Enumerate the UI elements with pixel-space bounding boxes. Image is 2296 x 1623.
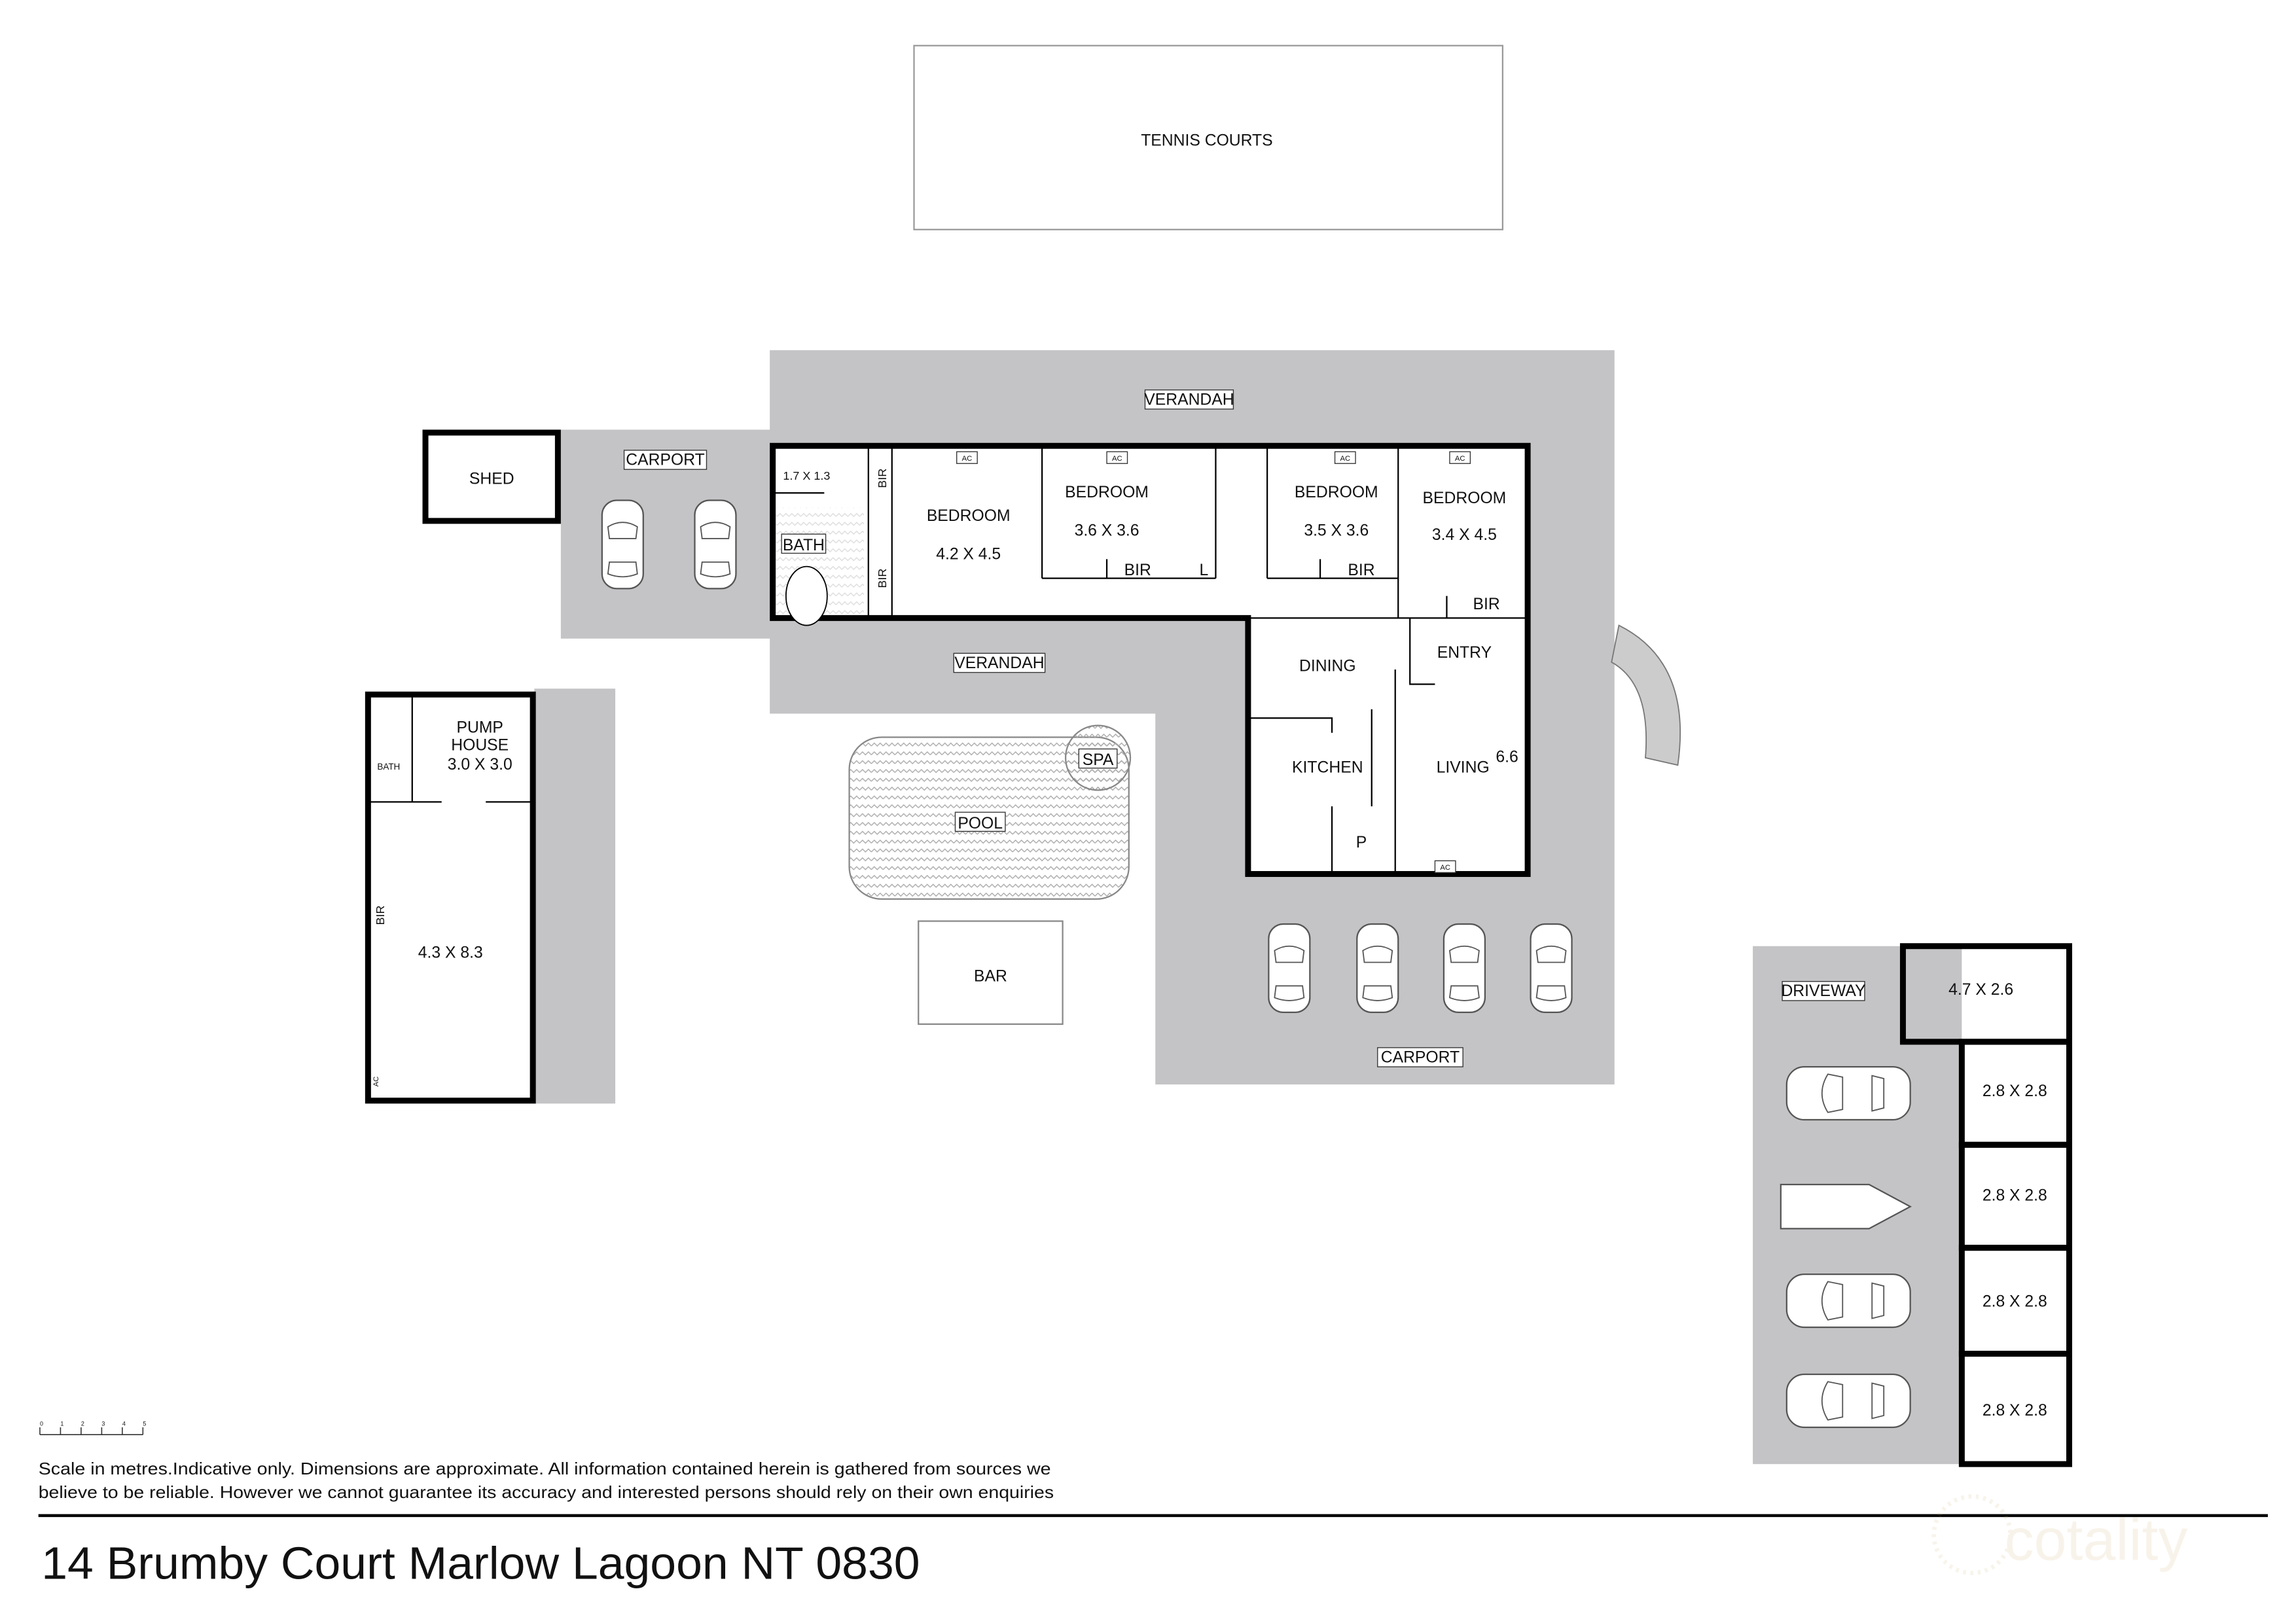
shed-label: SHED bbox=[469, 471, 514, 488]
scale-tick: 3 bbox=[101, 1421, 105, 1427]
car-icon bbox=[1268, 923, 1311, 1014]
pump-bir-label: BIR bbox=[374, 906, 387, 925]
bir-label: BIR bbox=[876, 469, 889, 488]
bir-label: BIR bbox=[1348, 562, 1374, 579]
boat-icon bbox=[1780, 1183, 1912, 1230]
car-icon bbox=[1785, 1274, 1911, 1329]
car-icon bbox=[1530, 923, 1573, 1014]
bar-label: BAR bbox=[974, 968, 1007, 986]
bedroom-1-dim: 4.2 X 4.5 bbox=[936, 545, 1001, 563]
entry-label: ENTRY bbox=[1437, 644, 1492, 662]
main-house: 1.7 X 1.3 BATH BIR BIR AC AC AC AC AC BE… bbox=[770, 442, 1531, 878]
dining-label: DINING bbox=[1299, 657, 1356, 675]
tennis-courts-label: TENNIS COURTS bbox=[1141, 132, 1272, 150]
bedroom-4-label: BEDROOM bbox=[1423, 490, 1507, 507]
car-icon bbox=[1785, 1065, 1911, 1121]
curved-steps bbox=[1611, 624, 1681, 766]
spa-label: SPA bbox=[1083, 751, 1114, 769]
bir-label: BIR bbox=[1473, 596, 1500, 613]
verandah-top-label: VERANDAH bbox=[1144, 391, 1234, 408]
ac-unit-label: AC bbox=[1340, 455, 1350, 463]
laundry-label: L bbox=[1200, 562, 1209, 579]
pump-house-label: PUMP bbox=[457, 719, 503, 737]
pump-main-dim: 4.3 X 8.3 bbox=[418, 944, 483, 962]
ac-unit-label: AC bbox=[962, 455, 973, 463]
scale-tick: 5 bbox=[143, 1421, 146, 1427]
verandah-bottom-label: VERANDAH bbox=[954, 654, 1044, 672]
bir-label: BIR bbox=[1124, 562, 1151, 579]
bay-dim: 2.8 X 2.8 bbox=[1982, 1402, 2047, 1419]
pantry-label: P bbox=[1356, 834, 1367, 851]
car-icon bbox=[694, 499, 737, 590]
store-dim: 4.7 X 2.6 bbox=[1948, 981, 2013, 999]
bedroom-3-label: BEDROOM bbox=[1295, 484, 1378, 501]
bir-label: BIR bbox=[876, 569, 889, 588]
logo-text: cotality bbox=[2005, 1507, 2188, 1573]
scale-tick: 2 bbox=[81, 1421, 84, 1427]
bar: BAR bbox=[918, 920, 1064, 1026]
divider bbox=[38, 1514, 2269, 1518]
bedroom-3-dim: 3.5 X 3.6 bbox=[1304, 522, 1369, 539]
car-icon bbox=[1443, 923, 1486, 1014]
scale-tick: 0 bbox=[40, 1421, 43, 1427]
pump-bath-label: BATH bbox=[377, 762, 400, 772]
bedroom-2-dim: 3.6 X 3.6 bbox=[1075, 522, 1139, 539]
bay-dim: 2.8 X 2.8 bbox=[1982, 1082, 2047, 1100]
carport-main-label: CARPORT bbox=[1381, 1048, 1460, 1066]
ac-unit-label: AC bbox=[1112, 455, 1122, 463]
pump-house-dim: 3.0 X 3.0 bbox=[448, 756, 512, 774]
pool: POOL SPA bbox=[848, 724, 1132, 900]
driveway-label: DRIVEWAY bbox=[1781, 982, 1865, 1000]
car-icon bbox=[1785, 1373, 1911, 1429]
tennis-courts: TENNIS COURTS bbox=[913, 45, 1503, 230]
disclaimer: believe to be reliable. However we canno… bbox=[39, 1484, 1054, 1502]
bath-label: BATH bbox=[783, 537, 825, 554]
bay-dim: 2.8 X 2.8 bbox=[1982, 1187, 2047, 1205]
pump-house-label: HOUSE bbox=[451, 737, 509, 755]
cotality-logo: cotality bbox=[1931, 1494, 2188, 1575]
bay-dim: 2.8 X 2.8 bbox=[1982, 1293, 2047, 1311]
kitchen-label: KITCHEN bbox=[1292, 758, 1363, 776]
scale-tick: 4 bbox=[122, 1421, 126, 1427]
disclaimer: Scale in metres.Indicative only. Dimensi… bbox=[39, 1460, 1051, 1478]
living-label: LIVING bbox=[1437, 758, 1490, 776]
address-title: 14 Brumby Court Marlow Lagoon NT 0830 bbox=[41, 1538, 920, 1589]
scale-tick: 1 bbox=[60, 1421, 63, 1427]
ac-unit-label: AC bbox=[372, 1077, 380, 1087]
living-dim: 6.6 bbox=[1496, 749, 1518, 766]
carport-left-label: CARPORT bbox=[626, 451, 704, 469]
pump-house: PUMP HOUSE 3.0 X 3.0 BATH BIR 4.3 X 8.3 … bbox=[365, 688, 616, 1104]
car-icon bbox=[601, 499, 644, 590]
bedroom-2-label: BEDROOM bbox=[1065, 484, 1149, 501]
ensuite-dim: 1.7 X 1.3 bbox=[783, 469, 830, 482]
pool-label: POOL bbox=[958, 815, 1003, 832]
shed: SHED bbox=[422, 429, 561, 524]
garage-complex: DRIVEWAY 4.7 X 2.6 2.8 X 2.8 2.8 X 2.8 2… bbox=[1753, 943, 2073, 1467]
scale-bar: 0 1 2 3 4 5 bbox=[39, 1421, 146, 1435]
ac-unit-label: AC bbox=[1455, 455, 1465, 463]
car-icon bbox=[1356, 923, 1399, 1014]
bedroom-4-dim: 3.4 X 4.5 bbox=[1432, 526, 1497, 544]
bedroom-1-label: BEDROOM bbox=[927, 507, 1011, 525]
ac-unit-label: AC bbox=[1440, 864, 1450, 872]
